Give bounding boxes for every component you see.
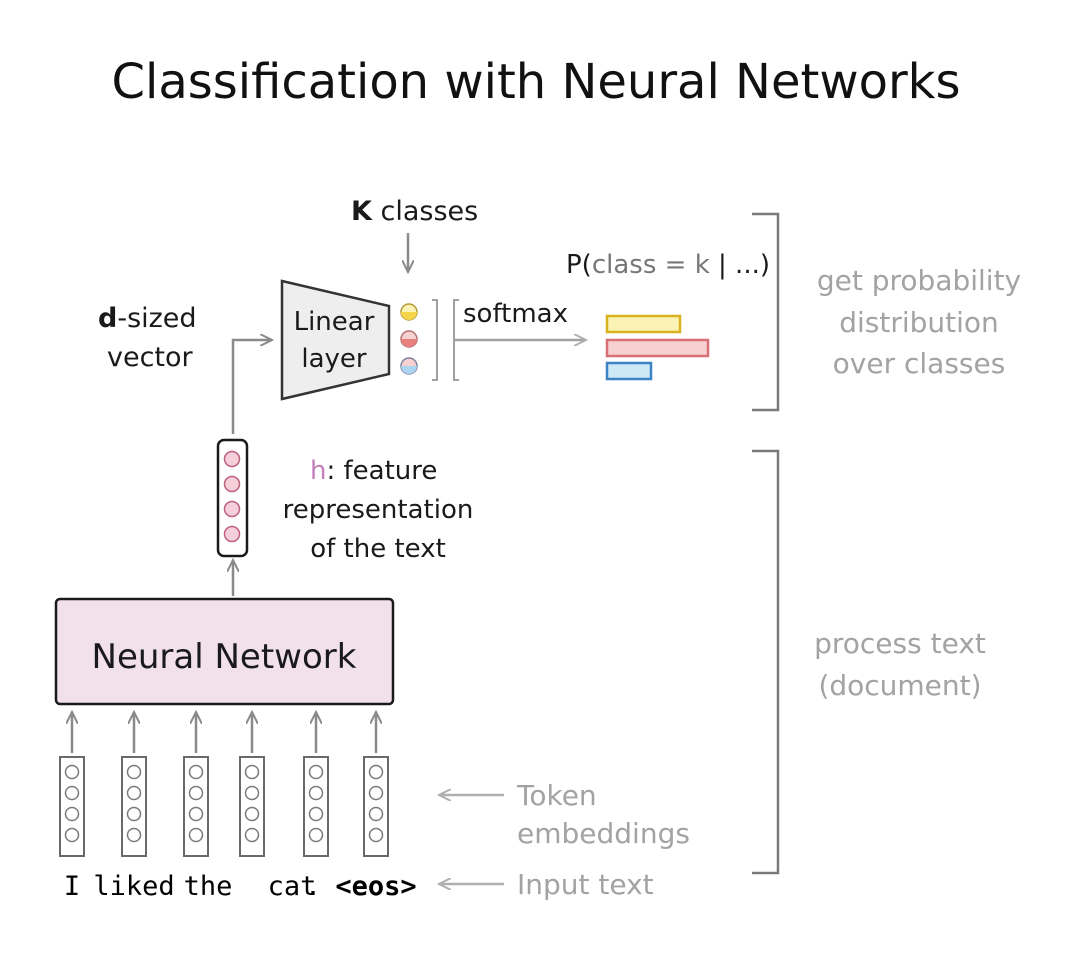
process-label-2: (document) [818,669,981,702]
upper-bracket [752,212,780,412]
logit-half-blue [401,366,417,374]
h-cell-2 [223,475,241,493]
linear-layer-label-1: Linear [294,307,375,337]
prob-prefix: P( [566,250,592,280]
logit-half-red [401,339,417,347]
token-2: liked [93,871,174,902]
feature-label-1: h: feature [310,456,437,486]
neural-network-label: Neural Network [92,637,357,677]
embedding-cell [64,785,80,801]
prob-rest: | ...) [710,250,770,280]
token-6: <eos> [335,871,416,902]
sized-text: -sized [117,303,196,334]
prob-k: k [695,250,710,280]
prob-bar-blue [605,361,653,381]
prob-bar-yellow [605,314,682,334]
embedding-cell [188,764,204,780]
page-title: Classification with Neural Networks [112,54,961,110]
d-sized-label: d-sized [98,303,197,334]
linear-layer-shape [280,279,391,401]
lower-bracket [752,449,780,875]
h-cell-1 [223,450,241,468]
prob-bar-red [605,338,710,358]
prob-dist-label-1: get probability [817,264,1021,297]
softmax-bracket-left [432,299,438,381]
embedding-cell [188,785,204,801]
embedding-cell [244,764,260,780]
h-symbol: h [310,456,326,486]
embedding-cell [126,827,142,843]
input-text-label: Input text [517,868,654,901]
embedding-cell [244,785,260,801]
logit-half-yellow [401,312,417,320]
embedding-cell [188,806,204,822]
feature-label-2: representation [283,495,474,525]
k-classes-label: K classes [351,196,478,227]
embedding-cell [64,764,80,780]
token-embeddings-label-1: Token [516,779,597,812]
embedding-cell [368,785,384,801]
embedding-cell [308,806,324,822]
prob-dist-label-3: over classes [833,347,1006,380]
prob-class: class [592,250,657,280]
token-5: . [305,871,321,902]
class-logits [400,303,418,375]
softmax-bracket-right [453,299,459,381]
token-embeddings-label-2: embeddings [517,817,690,850]
token-embeddings [59,712,389,857]
k-symbol: K [351,196,373,227]
embedding-cell [308,785,324,801]
embedding-cell [244,806,260,822]
h-vector [216,438,249,558]
feature-text: : feature [326,456,437,486]
prob-eq: = [656,250,694,280]
embedding-cell [126,806,142,822]
token-4: cat [268,871,317,902]
feature-label-3: of the text [310,534,446,564]
token-3: the [184,871,233,902]
softmax-label: softmax [463,299,568,329]
vector-label: vector [107,342,194,373]
embedding-cell [308,827,324,843]
token-1: I [64,871,80,902]
prob-dist-label-2: distribution [839,306,999,339]
embedding-cell [64,827,80,843]
embedding-cell [126,764,142,780]
embedding-cell [368,806,384,822]
d-symbol: d [98,303,117,334]
h-to-linear-arrow [231,340,272,434]
neural-network-box [54,597,395,706]
embedding-cell [64,806,80,822]
linear-layer-label-2: layer [301,344,367,374]
embedding-cell [308,764,324,780]
embedding-cell [188,827,204,843]
classes-text: classes [372,196,478,227]
h-cell-4 [223,525,241,543]
probability-label: P(class = k | ...) [566,250,770,280]
embedding-cell [368,827,384,843]
h-cell-3 [223,500,241,518]
embedding-cell [126,785,142,801]
embedding-cell [368,764,384,780]
embedding-cell [244,827,260,843]
process-label-1: process text [814,627,986,660]
